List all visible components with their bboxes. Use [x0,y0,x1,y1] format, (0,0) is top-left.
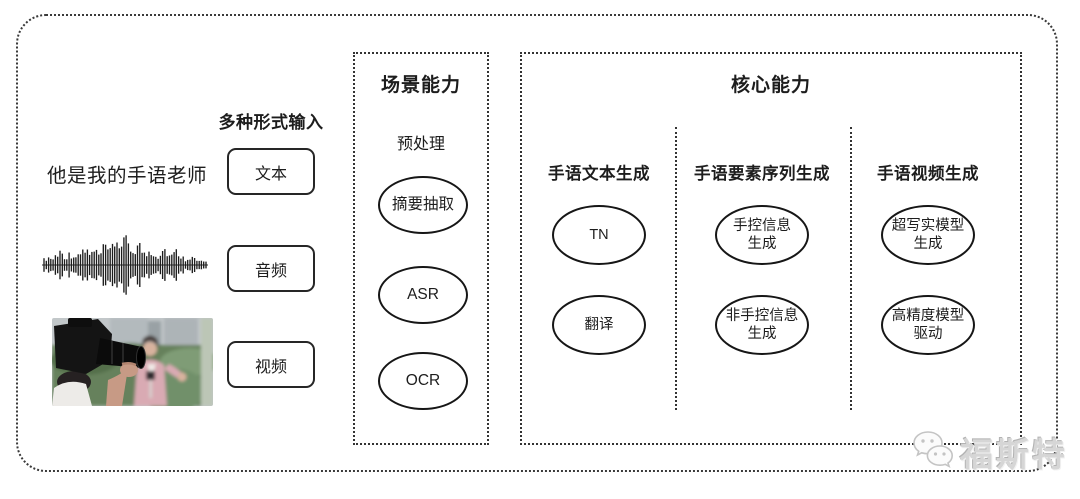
core-column-header-element-sequence-generation: 手语要素序列生成 [694,165,830,183]
node-summary-extraction: 摘要抽取 [378,176,468,234]
node-non-manual-info-generation: 非手控信息 生成 [715,295,809,355]
audio-waveform-icon [42,228,208,302]
column-divider-2 [850,127,852,410]
modality-label: 音频 [254,262,287,280]
modality-box-text: 文本 [227,148,315,195]
modality-label: 文本 [254,165,287,183]
core-capability-box: 核心能力 手语文本生成 手语要素序列生成 手语视频生成 TN 翻译 手控信息 生… [520,52,1022,445]
node-label: OCR [405,372,441,390]
node-label: 超写实模型 生成 [891,217,965,252]
camera-filming-reporter-photo [52,318,213,406]
watermark-brand-text: 福斯特 [960,436,1068,473]
node-high-precision-model-driving: 高精度模型 驱动 [881,295,975,355]
wechat-bubbles-icon [913,431,954,469]
outer-dotted-border [16,14,1058,472]
node-ocr: OCR [378,352,468,410]
node-translation: 翻译 [552,295,646,355]
core-column-header-video-generation: 手语视频生成 [877,165,979,183]
modality-box-audio: 音频 [227,245,315,292]
core-column-header-text-generation: 手语文本生成 [548,165,650,183]
core-title: 核心能力 [730,75,811,96]
node-hyperreal-model-generation: 超写实模型 生成 [881,205,975,265]
column-divider-1 [675,127,677,410]
scene-title: 场景能力 [380,75,461,96]
node-label: 手控信息 生成 [733,217,791,252]
input-section-header: 多种形式输入 [218,113,324,132]
modality-label: 视频 [254,358,287,376]
watermark: 福斯特 [908,428,1068,476]
modality-box-video: 视频 [227,341,315,388]
node-label: 高精度模型 驱动 [891,307,965,342]
node-asr: ASR [378,266,468,324]
node-label: ASR [407,286,439,304]
preprocess-label: 预处理 [396,136,445,153]
node-manual-info-generation: 手控信息 生成 [715,205,809,265]
node-tn: TN [552,205,646,265]
node-label: 翻译 [584,316,614,333]
node-label: 摘要抽取 [391,196,454,214]
node-label: 非手控信息 生成 [725,307,799,342]
node-label: TN [589,226,609,243]
scene-capability-box: 场景能力 预处理 摘要抽取 ASR OCR [353,52,489,445]
sample-sentence: 他是我的手语老师 [47,165,208,187]
